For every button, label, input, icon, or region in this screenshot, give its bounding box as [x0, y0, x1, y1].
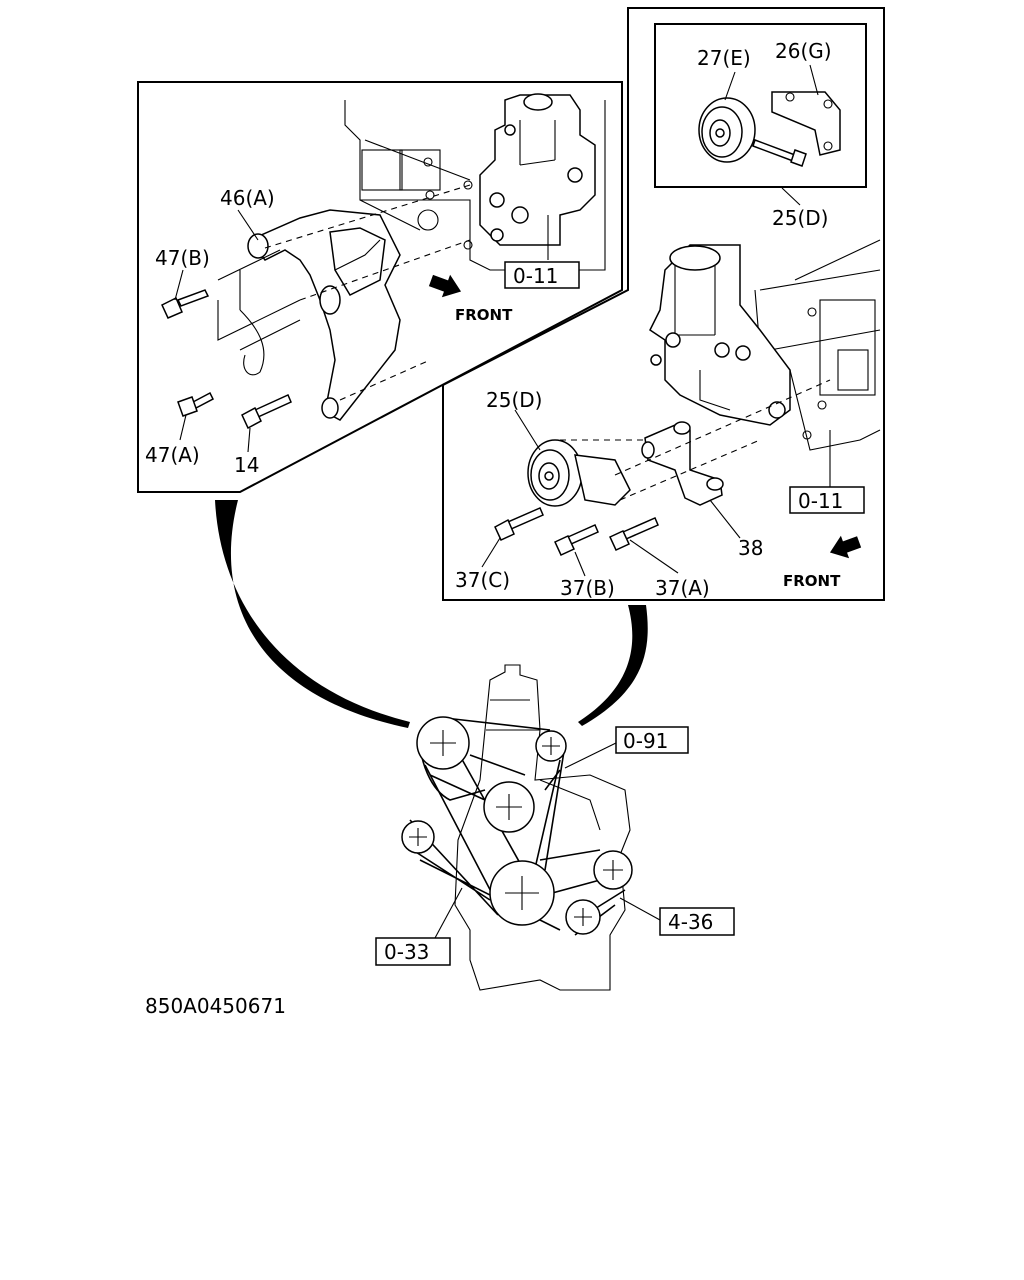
front-label-left: FRONT: [455, 306, 513, 324]
front-label-right: FRONT: [783, 572, 841, 590]
tensioner-pulley-25d: [527, 439, 631, 507]
ref-box-4-36: [659, 907, 735, 936]
ref-0-11-right: 0-11: [798, 489, 843, 513]
bolt-47a: [177, 391, 214, 417]
left-detail-panel: [137, 81, 623, 493]
pulley-27e: [698, 97, 756, 163]
front-arrow-right: [829, 535, 862, 559]
drawing-number: 850A0450671: [145, 994, 286, 1018]
pulley-crank: [489, 860, 555, 926]
label-37a: 37(A): [655, 576, 710, 600]
ref-box-0-33: [375, 937, 451, 966]
label-26g: 26(G): [775, 39, 832, 63]
label-27e: 27(E): [697, 46, 751, 70]
ref-0-33: 0-33: [384, 940, 429, 964]
ref-box-0-11-left: [504, 261, 580, 289]
pulley-right: [593, 850, 633, 890]
label-46a: 46(A): [220, 186, 275, 210]
ref-4-36: 4-36: [668, 910, 713, 934]
bolt-14: [241, 394, 292, 430]
callout-arc-left: [215, 500, 410, 728]
bracket-26g: [771, 91, 841, 156]
pulley-top-left: [416, 716, 470, 770]
label-38: 38: [738, 536, 763, 560]
front-arrow-left: [428, 274, 462, 298]
label-47a: 47(A): [145, 443, 200, 467]
label-25d-mid: 25(D): [486, 388, 542, 412]
ref-0-91: 0-91: [623, 729, 668, 753]
label-47b: 47(B): [155, 246, 210, 270]
label-14: 14: [234, 453, 259, 477]
pulley-bottom-right: [565, 899, 601, 935]
callout-arc-right: [578, 605, 648, 726]
pulley-fan: [483, 781, 535, 833]
label-37b: 37(B): [560, 576, 615, 600]
label-25d-top: 25(D): [772, 206, 828, 230]
right-detail-panel: [442, 7, 885, 601]
pulley-idler-left: [401, 820, 435, 854]
spacer-38: [641, 421, 724, 506]
bolt-47b: [161, 289, 210, 319]
ref-box-0-11-right: [789, 486, 865, 514]
engine-belt-layout: [401, 664, 661, 991]
label-37c: 37(C): [455, 568, 510, 592]
pulley-top-right: [535, 730, 567, 762]
ref-box-0-91: [615, 726, 689, 754]
ref-0-11-left: 0-11: [513, 264, 558, 288]
